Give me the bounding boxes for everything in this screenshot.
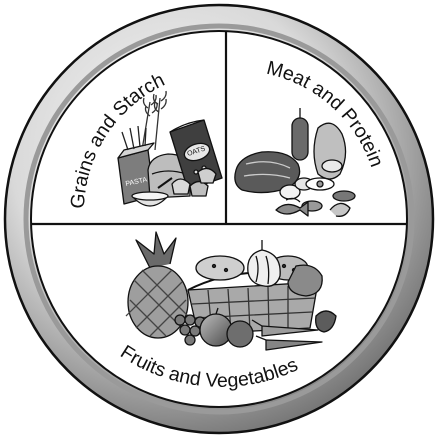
ham-icon: [314, 123, 346, 179]
plate-surface: [31, 31, 407, 407]
